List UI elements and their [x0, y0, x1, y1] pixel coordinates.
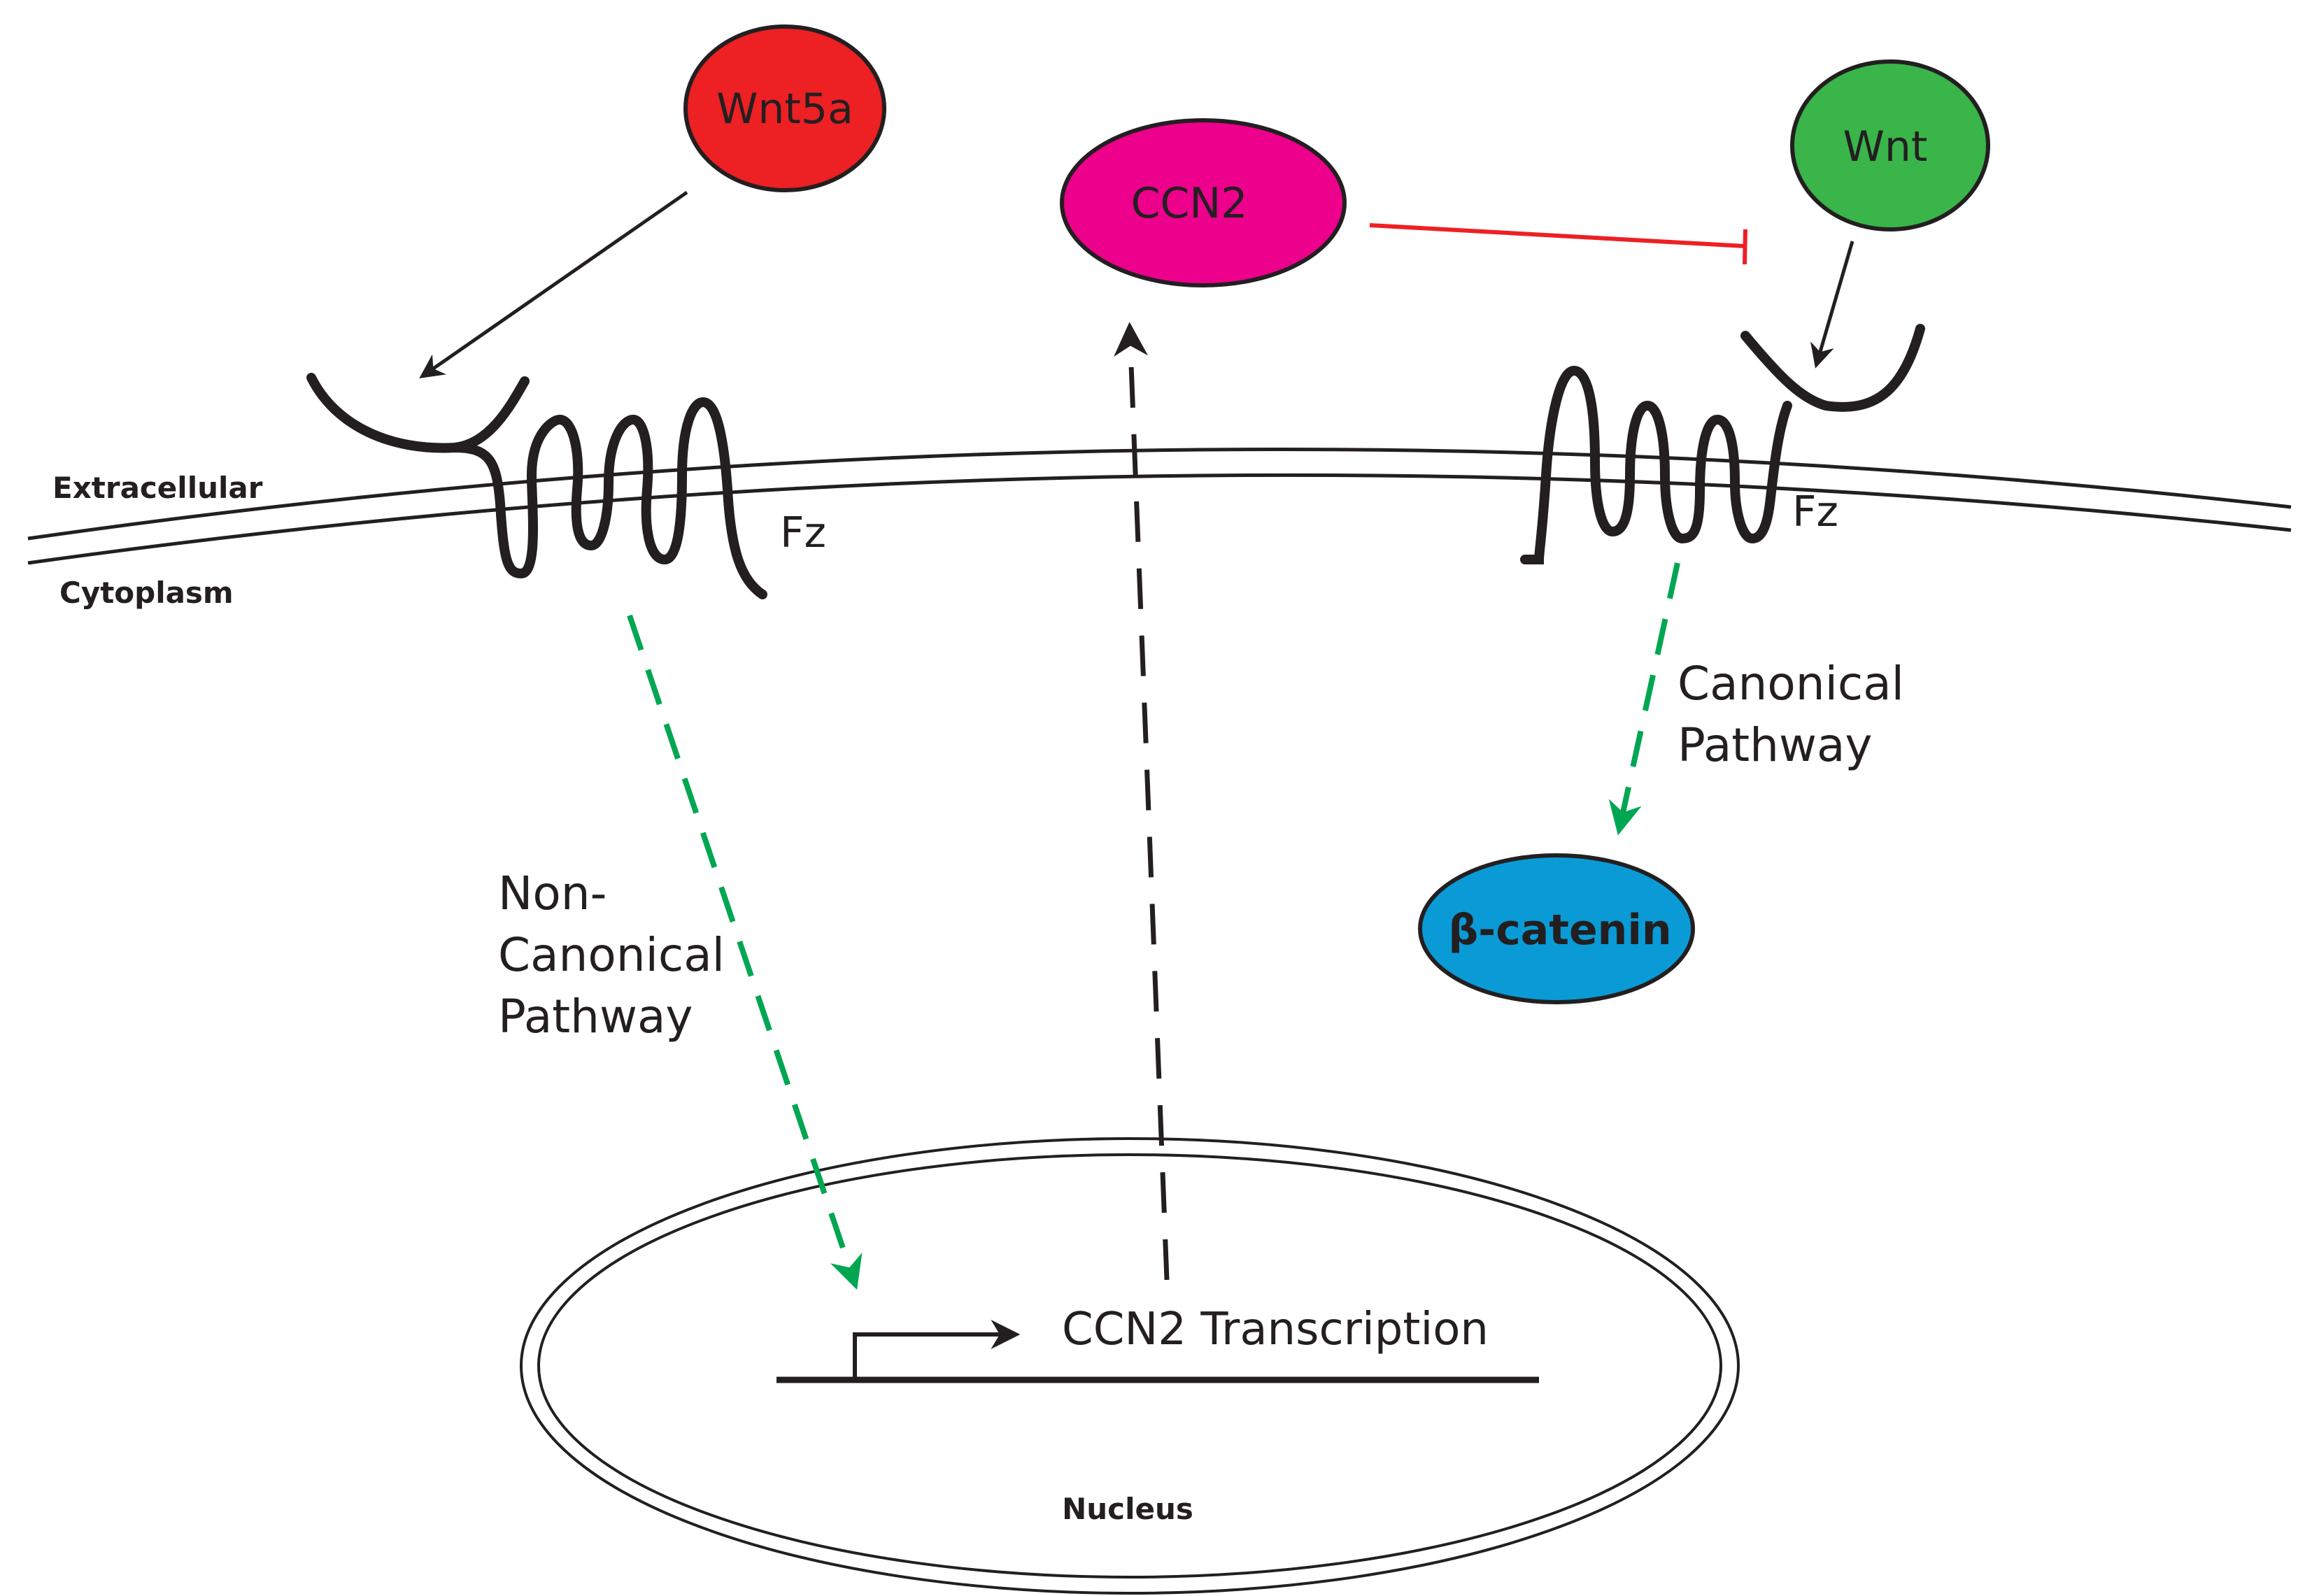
- svg-text:Canonical: Canonical: [1678, 657, 1904, 711]
- wnt5a-label: Wnt5a: [716, 85, 853, 134]
- svg-text:Pathway: Pathway: [1678, 718, 1872, 772]
- non-canonical-pathway-label: Non- Canonical Pathway: [498, 867, 725, 1043]
- svg-text:Canonical: Canonical: [498, 928, 725, 982]
- ccn2-transcription-label: CCN2 Transcription: [1062, 1304, 1489, 1355]
- svg-text:Pathway: Pathway: [498, 990, 693, 1043]
- canonical-pathway-label: Canonical Pathway: [1678, 657, 1904, 772]
- left-fz-receptor: [306, 373, 767, 599]
- svg-text:Non-: Non-: [498, 867, 607, 920]
- promoter-arrow: [853, 1320, 1021, 1380]
- cell-membrane: [27, 448, 2292, 565]
- nucleus-label: Nucleus: [1062, 1492, 1193, 1526]
- wnt5a-to-fz-arrow: [419, 190, 688, 378]
- ccn2-gene: [776, 1320, 1539, 1383]
- nucleus: [520, 1137, 1740, 1595]
- right-fz-receptor: [1520, 324, 1925, 564]
- non-canonical-arrow: [627, 614, 863, 1290]
- ccn2-node: CCN2: [1060, 118, 1347, 287]
- left-fz-label: Fz: [780, 508, 826, 557]
- wnt-node: Wnt: [1790, 59, 1990, 231]
- right-fz-label: Fz: [1792, 487, 1838, 536]
- beta-catenin-node: β-catenin: [1418, 853, 1695, 1004]
- extracellular-label: Extracellular: [52, 471, 263, 505]
- cytoplasm-label: Cytoplasm: [59, 576, 234, 610]
- transcription-to-ccn2-arrow: [1114, 322, 1170, 1281]
- ccn2-inhibits-wnt: [1369, 223, 1747, 265]
- ccn2-label: CCN2: [1131, 179, 1248, 228]
- canonical-arrow: [1608, 562, 1680, 836]
- beta-catenin-label: β-catenin: [1448, 906, 1671, 955]
- wnt5a-node: Wnt5a: [683, 24, 886, 192]
- wnt-label: Wnt: [1843, 122, 1928, 171]
- wnt-to-fz-arrow: [1810, 241, 1854, 369]
